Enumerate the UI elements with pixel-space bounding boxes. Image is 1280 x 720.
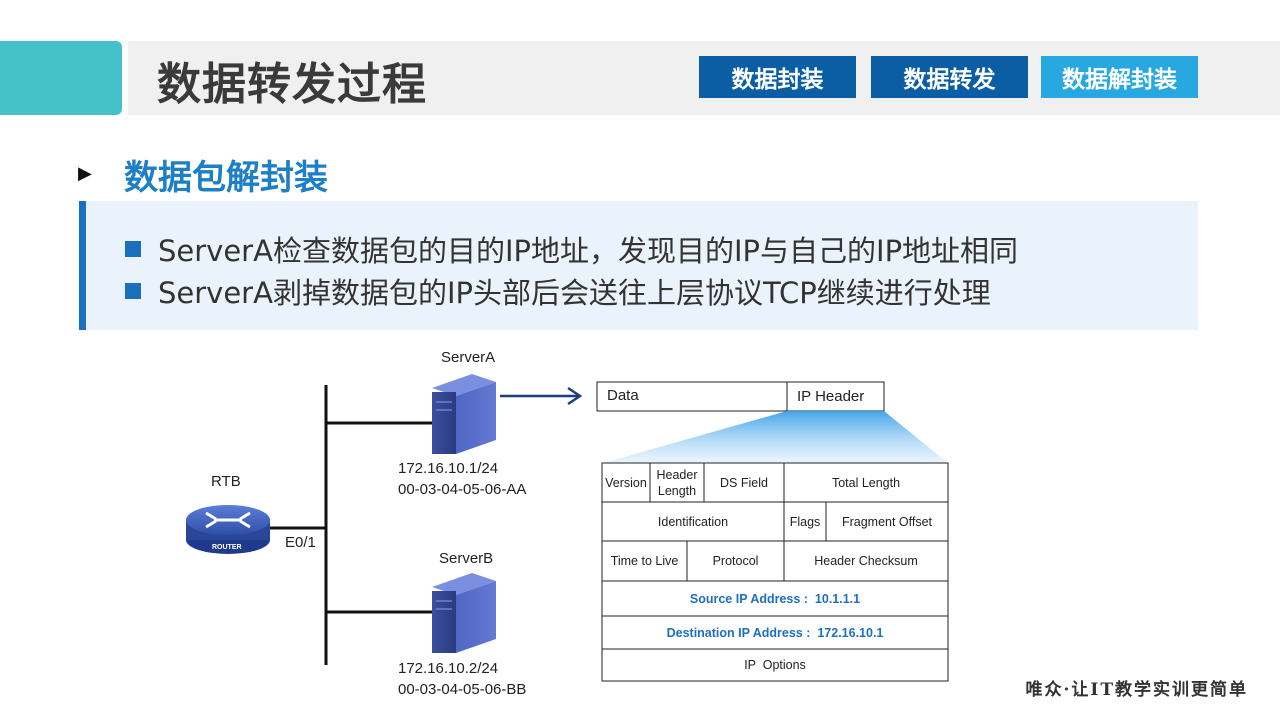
- router-badge: ROUTER: [212, 544, 242, 551]
- arrow-right-icon: [500, 388, 580, 404]
- server-a-ip: 172.16.10.1/24: [398, 460, 498, 477]
- field-version: Version: [602, 463, 650, 502]
- field-ttl: Time to Live: [602, 541, 687, 581]
- router-interface: E0/1: [285, 534, 316, 551]
- packet-data-label: Data: [607, 387, 639, 404]
- field-header-checksum: Header Checksum: [784, 541, 948, 581]
- field-flags: Flags: [784, 502, 826, 541]
- zoom-projection: [603, 411, 948, 463]
- footer-slogan: 唯众·让IT教学实训更简单: [1025, 675, 1248, 700]
- field-ip-options: IP Options: [602, 649, 948, 681]
- server-a-icon: [432, 374, 496, 454]
- field-source-ip: Source IP Address : 10.1.1.1: [602, 581, 948, 616]
- router-name: RTB: [211, 473, 241, 490]
- server-a-name: ServerA: [441, 349, 495, 366]
- field-identification: Identification: [602, 502, 784, 541]
- server-b-mac: 00-03-04-05-06-BB: [398, 681, 526, 698]
- server-a-mac: 00-03-04-05-06-AA: [398, 481, 526, 498]
- server-b-name: ServerB: [439, 550, 493, 567]
- field-ds-field: DS Field: [704, 463, 784, 502]
- field-fragment-offset: Fragment Offset: [826, 502, 948, 541]
- packet-ip-header-label: IP Header: [797, 388, 864, 405]
- field-total-length: Total Length: [784, 463, 948, 502]
- field-protocol: Protocol: [687, 541, 784, 581]
- server-b-ip: 172.16.10.2/24: [398, 660, 498, 677]
- field-destination-ip: Destination IP Address : 172.16.10.1: [602, 616, 948, 649]
- server-b-icon: [432, 573, 496, 653]
- field-header-length: Header Length: [650, 463, 704, 502]
